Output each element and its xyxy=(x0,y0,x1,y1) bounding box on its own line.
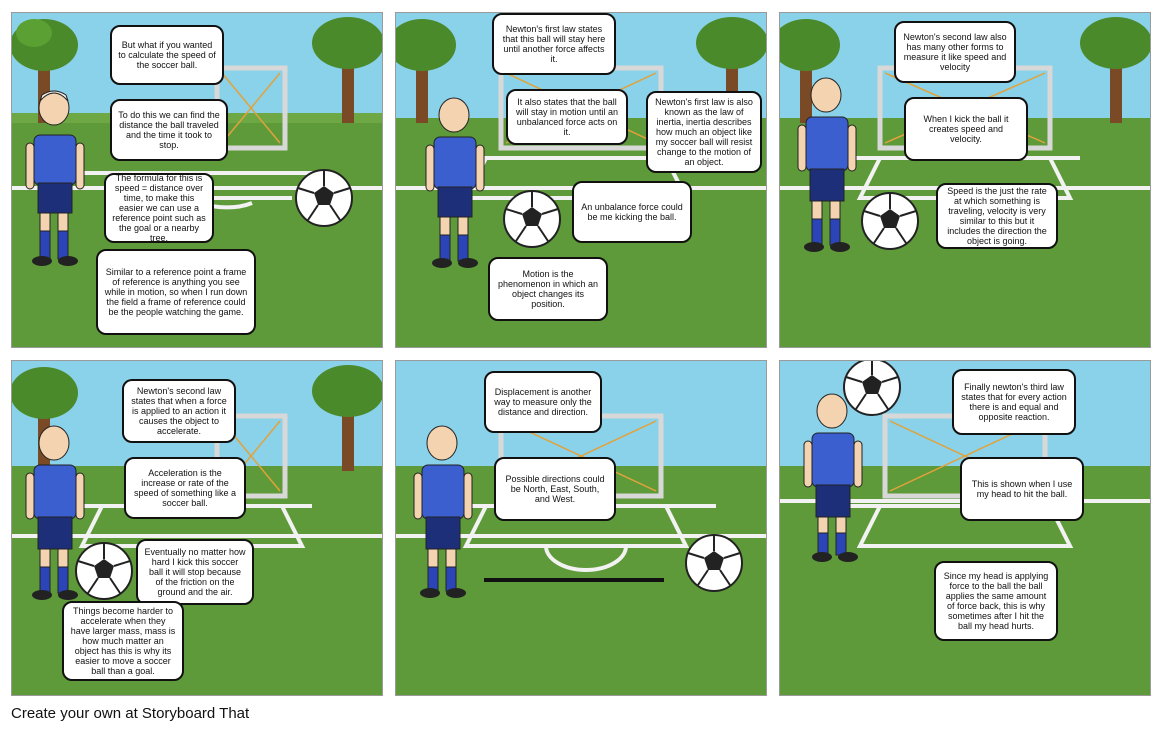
comic-panel-6: Finally newton's third law states that f… xyxy=(779,360,1151,696)
speech-text: This is shown when I use my head to hit … xyxy=(971,478,1073,499)
speech-bubble: Acceleration is the increase or rate of … xyxy=(124,457,246,519)
speech-text: To do this we can find the distance the … xyxy=(118,109,220,151)
tree xyxy=(396,19,456,123)
speech-text: Newton's second law also has many other … xyxy=(903,31,1007,73)
speech-bubble: Things become harder to accelerate when … xyxy=(62,601,184,681)
tree xyxy=(12,19,78,123)
tree xyxy=(780,19,840,123)
speech-bubble: An unbalance force could be me kicking t… xyxy=(572,181,692,243)
soccer-ball-icon xyxy=(861,192,919,250)
speech-text: Motion is the phenomenon in which an obj… xyxy=(497,268,599,310)
comic-panel-1: But what if you wanted to calculate the … xyxy=(11,12,383,348)
speech-text: Acceleration is the increase or rate of … xyxy=(133,467,237,509)
comic-panel-2: Newton's first law states that this ball… xyxy=(395,12,767,348)
speech-text: Displacement is another way to measure o… xyxy=(494,386,592,418)
speech-text: Things become harder to accelerate when … xyxy=(70,605,176,677)
speech-bubble: To do this we can find the distance the … xyxy=(110,99,228,161)
soccer-ball-icon xyxy=(843,361,901,416)
speech-text: But what if you wanted to calculate the … xyxy=(118,39,216,71)
soccer-ball-icon xyxy=(75,542,133,600)
speech-bubble: Newton's second law states that when a f… xyxy=(122,379,236,443)
tree xyxy=(1080,17,1150,123)
speech-bubble: Similar to a reference point a frame of … xyxy=(96,249,256,335)
speech-text: The formula for this is speed = distance… xyxy=(112,172,206,244)
comic-panel-3: Newton's second law also has many other … xyxy=(779,12,1151,348)
player-boy xyxy=(25,90,85,266)
speech-bubble: When I kick the ball it creates speed an… xyxy=(904,97,1028,161)
speech-text: Finally newton's third law states that f… xyxy=(961,381,1067,423)
player-boy xyxy=(797,77,857,252)
speech-text: An unbalance force could be me kicking t… xyxy=(581,201,683,222)
speech-text: Eventually no matter how hard I kick thi… xyxy=(144,546,246,598)
speech-bubble: Newton's first law is also known as the … xyxy=(646,91,762,173)
comic-panel-4: Newton's second law states that when a f… xyxy=(11,360,383,696)
speech-text: Similar to a reference point a frame of … xyxy=(104,266,248,318)
soccer-ball-icon xyxy=(685,534,743,592)
speech-text: Newton's first law is also known as the … xyxy=(655,96,753,168)
distance-line xyxy=(484,578,664,582)
tree xyxy=(312,17,382,123)
speech-bubble: It also states that the ball will stay i… xyxy=(506,89,628,145)
comic-panel-5: Displacement is another way to measure o… xyxy=(395,360,767,696)
player-boy xyxy=(413,425,473,598)
speech-text: Newton's second law states that when a f… xyxy=(131,385,227,437)
speech-bubble: Speed is the just the rate at which some… xyxy=(936,183,1058,249)
speech-bubble: Eventually no matter how hard I kick thi… xyxy=(136,539,254,605)
speech-text: Possible directions could be North, East… xyxy=(505,473,605,505)
speech-bubble: Finally newton's third law states that f… xyxy=(952,369,1076,435)
speech-bubble: But what if you wanted to calculate the … xyxy=(110,25,224,85)
speech-bubble: Since my head is applying force to the b… xyxy=(934,561,1058,641)
speech-text: When I kick the ball it creates speed an… xyxy=(923,113,1009,145)
speech-bubble: Newton's first law states that this ball… xyxy=(492,13,616,75)
speech-text: It also states that the ball will stay i… xyxy=(515,96,619,138)
speech-bubble: Displacement is another way to measure o… xyxy=(484,371,602,433)
speech-bubble: The formula for this is speed = distance… xyxy=(104,173,214,243)
speech-bubble: Possible directions could be North, East… xyxy=(494,457,616,521)
player-boy xyxy=(25,425,85,600)
speech-text: Since my head is applying force to the b… xyxy=(943,570,1049,632)
speech-text: Newton's first law states that this ball… xyxy=(502,23,606,65)
footer-credit[interactable]: Create your own at Storyboard That xyxy=(11,705,250,722)
speech-text: Speed is the just the rate at which some… xyxy=(947,185,1047,247)
speech-bubble: This is shown when I use my head to hit … xyxy=(960,457,1084,521)
player-boy xyxy=(803,393,863,562)
tree xyxy=(312,365,382,471)
soccer-ball-icon xyxy=(295,169,353,227)
speech-bubble: Motion is the phenomenon in which an obj… xyxy=(488,257,608,321)
speech-bubble: Newton's second law also has many other … xyxy=(894,21,1016,83)
player-boy xyxy=(425,97,485,268)
soccer-ball-icon xyxy=(503,190,561,248)
